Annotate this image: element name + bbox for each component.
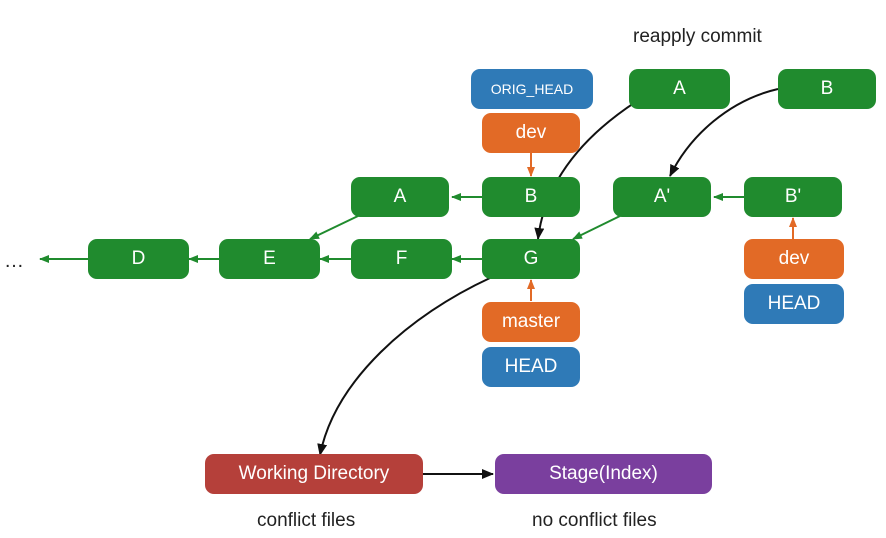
dev-branch-ref[interactable]: dev [744, 239, 844, 279]
arrow-b-reapply-to-aprime [669, 88, 779, 177]
commit-b[interactable]: B [482, 177, 580, 217]
working-directory-box[interactable]: Working Directory [205, 454, 423, 494]
commit-g[interactable]: G [482, 239, 580, 279]
arrow-a-reapply-to-g [534, 100, 638, 240]
no-conflict-files-label: no conflict files [532, 510, 657, 531]
arrow-g-to-working-directory [317, 277, 491, 456]
commit-e[interactable]: E [219, 239, 320, 279]
orig-head-ref[interactable]: ORIG_HEAD [471, 69, 593, 109]
commit-a-prime[interactable]: A' [613, 177, 711, 217]
commit-f[interactable]: F [351, 239, 452, 279]
arrow-aprime-to-g [572, 215, 621, 240]
head-ref-center[interactable]: HEAD [482, 347, 580, 387]
head-ref-right[interactable]: HEAD [744, 284, 844, 324]
commit-a[interactable]: A [351, 177, 449, 217]
conflict-files-label: conflict files [257, 510, 356, 531]
arrow-a-to-e [309, 215, 359, 240]
dev-branch-ref-old[interactable]: dev [482, 113, 580, 153]
commit-a-reapply[interactable]: A [629, 69, 730, 109]
diagram-title: reapply commit [633, 26, 762, 47]
master-branch-ref[interactable]: master [482, 302, 580, 342]
ellipsis: … [4, 250, 24, 272]
stage-index-box[interactable]: Stage(Index) [495, 454, 712, 494]
commit-d[interactable]: D [88, 239, 189, 279]
commit-b-prime[interactable]: B' [744, 177, 842, 217]
commit-b-reapply[interactable]: B [778, 69, 876, 109]
